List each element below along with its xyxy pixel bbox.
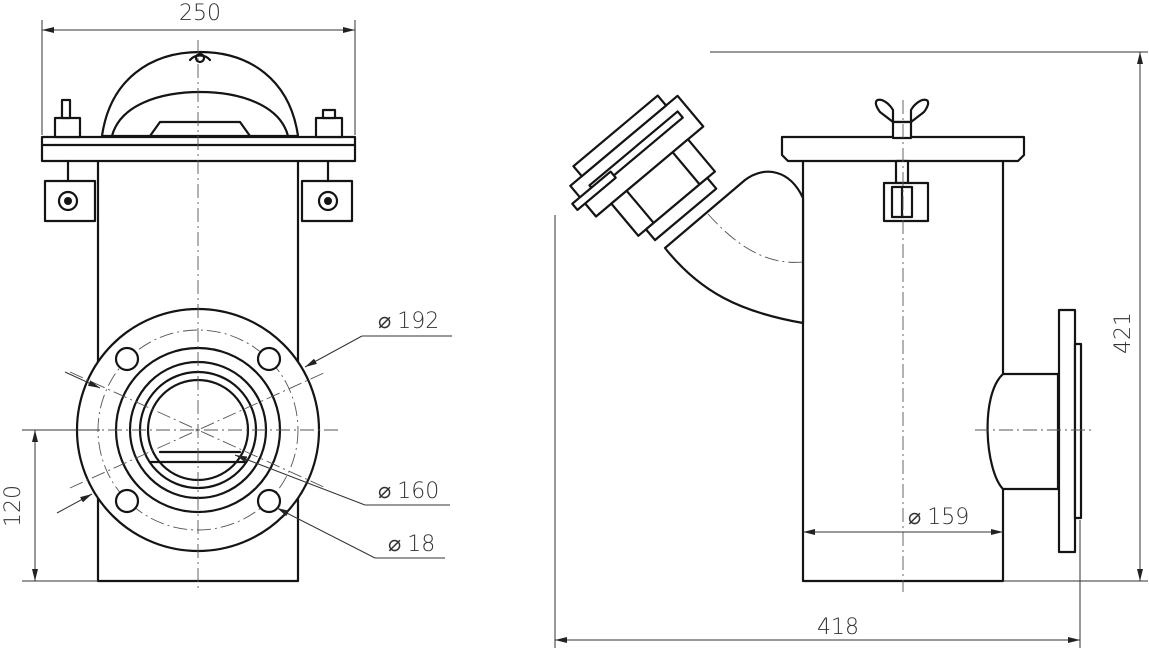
front-bolt-hole-tl (114, 346, 140, 372)
side-wing-nut-base (891, 120, 913, 140)
dim-18-value: 18 (407, 532, 435, 557)
dim-18-leader (276, 507, 376, 559)
side-view (569, 94, 1095, 592)
front-right-bolt (321, 108, 337, 120)
dim-159-symbol: ⌀ (908, 505, 921, 530)
dim-160-label: ⌀160 (378, 479, 439, 504)
dim-160-leader (234, 454, 366, 506)
dim-18-label: ⌀18 (388, 532, 435, 557)
side-outlet-pipe (986, 372, 1060, 491)
front-diag-centerline-2 (69, 371, 327, 489)
dim-192-label: ⌀192 (378, 309, 439, 334)
dim-192-leader (304, 335, 363, 368)
front-bolt-hole-br (256, 488, 282, 514)
dim-192-symbol: ⌀ (378, 309, 391, 334)
front-right-nut (314, 116, 344, 139)
dim-192-leader-left (56, 493, 93, 514)
front-bolt-hole-bl (114, 488, 140, 514)
front-right-pin-hole (324, 197, 332, 205)
front-diag-centerline-1 (69, 371, 327, 489)
front-view (40, 40, 357, 592)
front-bolt-hole-tr (256, 346, 282, 372)
front-cover-flange (40, 135, 357, 163)
side-elbow (663, 170, 805, 325)
front-dome-knob (188, 54, 212, 62)
dim-192-leader-left-top (64, 371, 101, 389)
dim-18-symbol: ⌀ (388, 532, 401, 557)
dim-250-label: 250 (179, 1, 221, 26)
front-dome-knob-hole (194, 52, 206, 64)
side-outlet-gasket (1073, 342, 1083, 520)
front-left-bolt (60, 98, 72, 120)
dim-159-value: 159 (927, 505, 969, 530)
dim-159-label: ⌀159 (908, 505, 969, 530)
side-wing-nut (874, 98, 930, 124)
dim-160-value: 160 (397, 479, 439, 504)
angled-handle (571, 170, 617, 211)
front-dome-window (148, 120, 252, 138)
front-left-pin-hole (64, 197, 72, 205)
dim-160-symbol: ⌀ (378, 479, 391, 504)
angled-hex-nut-line-2 (671, 151, 701, 186)
dim-192-value: 192 (397, 309, 439, 334)
side-outlet-flange (1057, 308, 1077, 554)
side-angled-flange (569, 94, 718, 242)
dim-418-label: 418 (817, 615, 859, 640)
front-dome-inner (110, 90, 290, 138)
front-left-nut (53, 116, 82, 139)
angled-flange-top (572, 94, 668, 178)
side-elbow-centerline (707, 213, 804, 263)
side-bolt-stem (894, 159, 910, 185)
dim-421-label: 421 (1111, 312, 1136, 354)
angled-hex-nut-line-1 (625, 189, 655, 225)
front-dome (100, 50, 300, 138)
dim-120-label: 120 (1, 485, 26, 527)
angled-collar (644, 176, 718, 242)
